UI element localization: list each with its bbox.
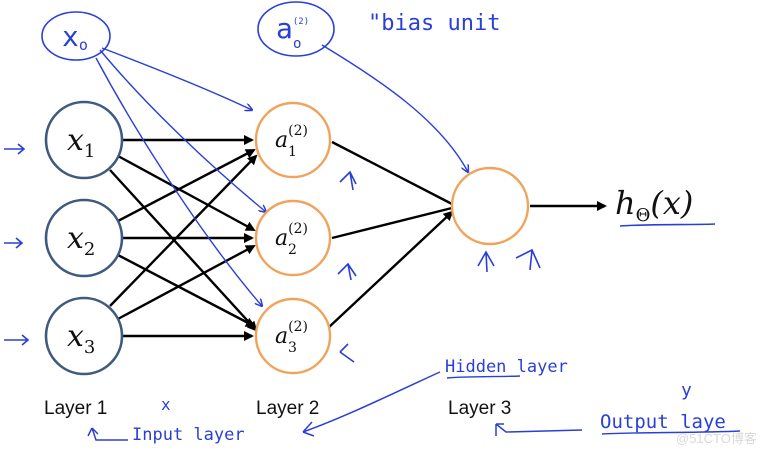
input-layer-note: Input layer [132,425,245,445]
bias-arrow-a2 [99,49,266,212]
input-node-1 [44,100,124,180]
connections [109,135,607,341]
input-node-label-3: x3 [67,319,95,358]
output-arg: (x) [650,184,693,222]
bias-unit-note: "bias unit [368,11,500,36]
input-arrow-3 [4,334,30,346]
input-arrow-1 [4,143,26,155]
bias-a-sub: o [293,36,301,52]
bias-x-base: x [62,20,79,53]
hidden-node-sup: (2) [288,123,308,139]
layer-label-1: Layer 1 [44,398,107,419]
bias-a-circle [257,1,335,57]
bias-a-sup: (2) [293,17,309,27]
input-node-label-1: x1 [67,123,95,162]
bias-arrow-a1 [101,47,252,110]
hidden-node-sub-1: 1 [288,144,297,160]
watermark: @51CTO博客 [676,431,757,446]
hidden-node-2 [254,199,332,277]
hidden-node-base: a [275,324,288,349]
bias-x-sub: o [79,36,88,54]
hidden-node-1 [254,101,332,179]
hidden-node-sup: (2) [288,319,308,335]
hidden-node-sub-3: 3 [288,340,297,356]
bias-x-circle [41,11,111,61]
hidden-node-label-3: a(2) [275,319,308,349]
edge-x1-a2 [117,154,256,232]
input-arrow-2 [4,237,24,249]
bias-arrow-output [321,44,468,172]
hidden-layer-underline [446,375,521,379]
hidden-node-label-2: a(2) [275,221,308,251]
layer-label-2: Layer 2 [256,398,319,419]
output-caret-2 [515,248,541,271]
output-underline [619,223,716,227]
hidden-node-base: a [275,128,288,153]
hidden-caret-3 [339,343,355,363]
edge-x3-a1 [109,154,258,307]
hidden-caret-1 [339,170,357,191]
output-caret-1 [477,250,495,273]
bias-arrows [95,44,468,306]
input-node-2 [44,198,124,278]
hidden-layer: a(2)1a(2)2a(2)3 [254,101,332,375]
input-node-base: x [67,221,84,256]
edge-x2-a3 [115,252,256,328]
stray-y-note: y [681,380,692,401]
input-node-label-2: x2 [67,221,95,260]
edge-x3-a2 [115,244,256,322]
hidden-node-label-1: a(2) [275,123,308,153]
hidden-node-base: a [275,226,288,251]
layer-label-3: Layer 3 [448,398,511,419]
hidden-layer-note: Hidden layer [445,357,568,377]
output-layer-underline [601,430,741,435]
hidden-node-3 [254,297,332,375]
bias-arrow-a3 [95,57,262,306]
bias-a-label: a(2) [276,12,309,45]
edge-a1-out [331,140,453,206]
hidden-node-sup: (2) [288,221,308,237]
edge-x1-a3 [109,169,258,332]
edge-a3-out [327,210,454,329]
bias-x-label: xo [62,20,88,54]
edge-a2-out [331,206,453,240]
output-h: h [615,184,636,222]
input-node-3 [44,296,124,376]
output-node [450,166,530,246]
output-sub: Θ [636,205,651,226]
edge-x2-a1 [115,148,256,224]
input-layer-arrow [87,427,128,441]
output-label: hΘ(x) [615,184,693,226]
input-node-sub: 2 [84,239,95,260]
stray-x-note: x [161,395,171,414]
input-ticks [4,143,541,363]
input-node-base: x [67,123,84,158]
output-layer-note: Output laye [600,411,726,433]
input-node-sub: 3 [84,337,95,358]
hidden-layer-arrow [302,371,441,437]
bias-a-base: a [276,12,293,45]
hidden-node-sub-2: 2 [288,242,297,258]
input-node-sub: 1 [84,141,95,162]
input-node-base: x [67,319,84,354]
output-layer-arrow [495,423,583,436]
hidden-caret-2 [337,262,357,281]
